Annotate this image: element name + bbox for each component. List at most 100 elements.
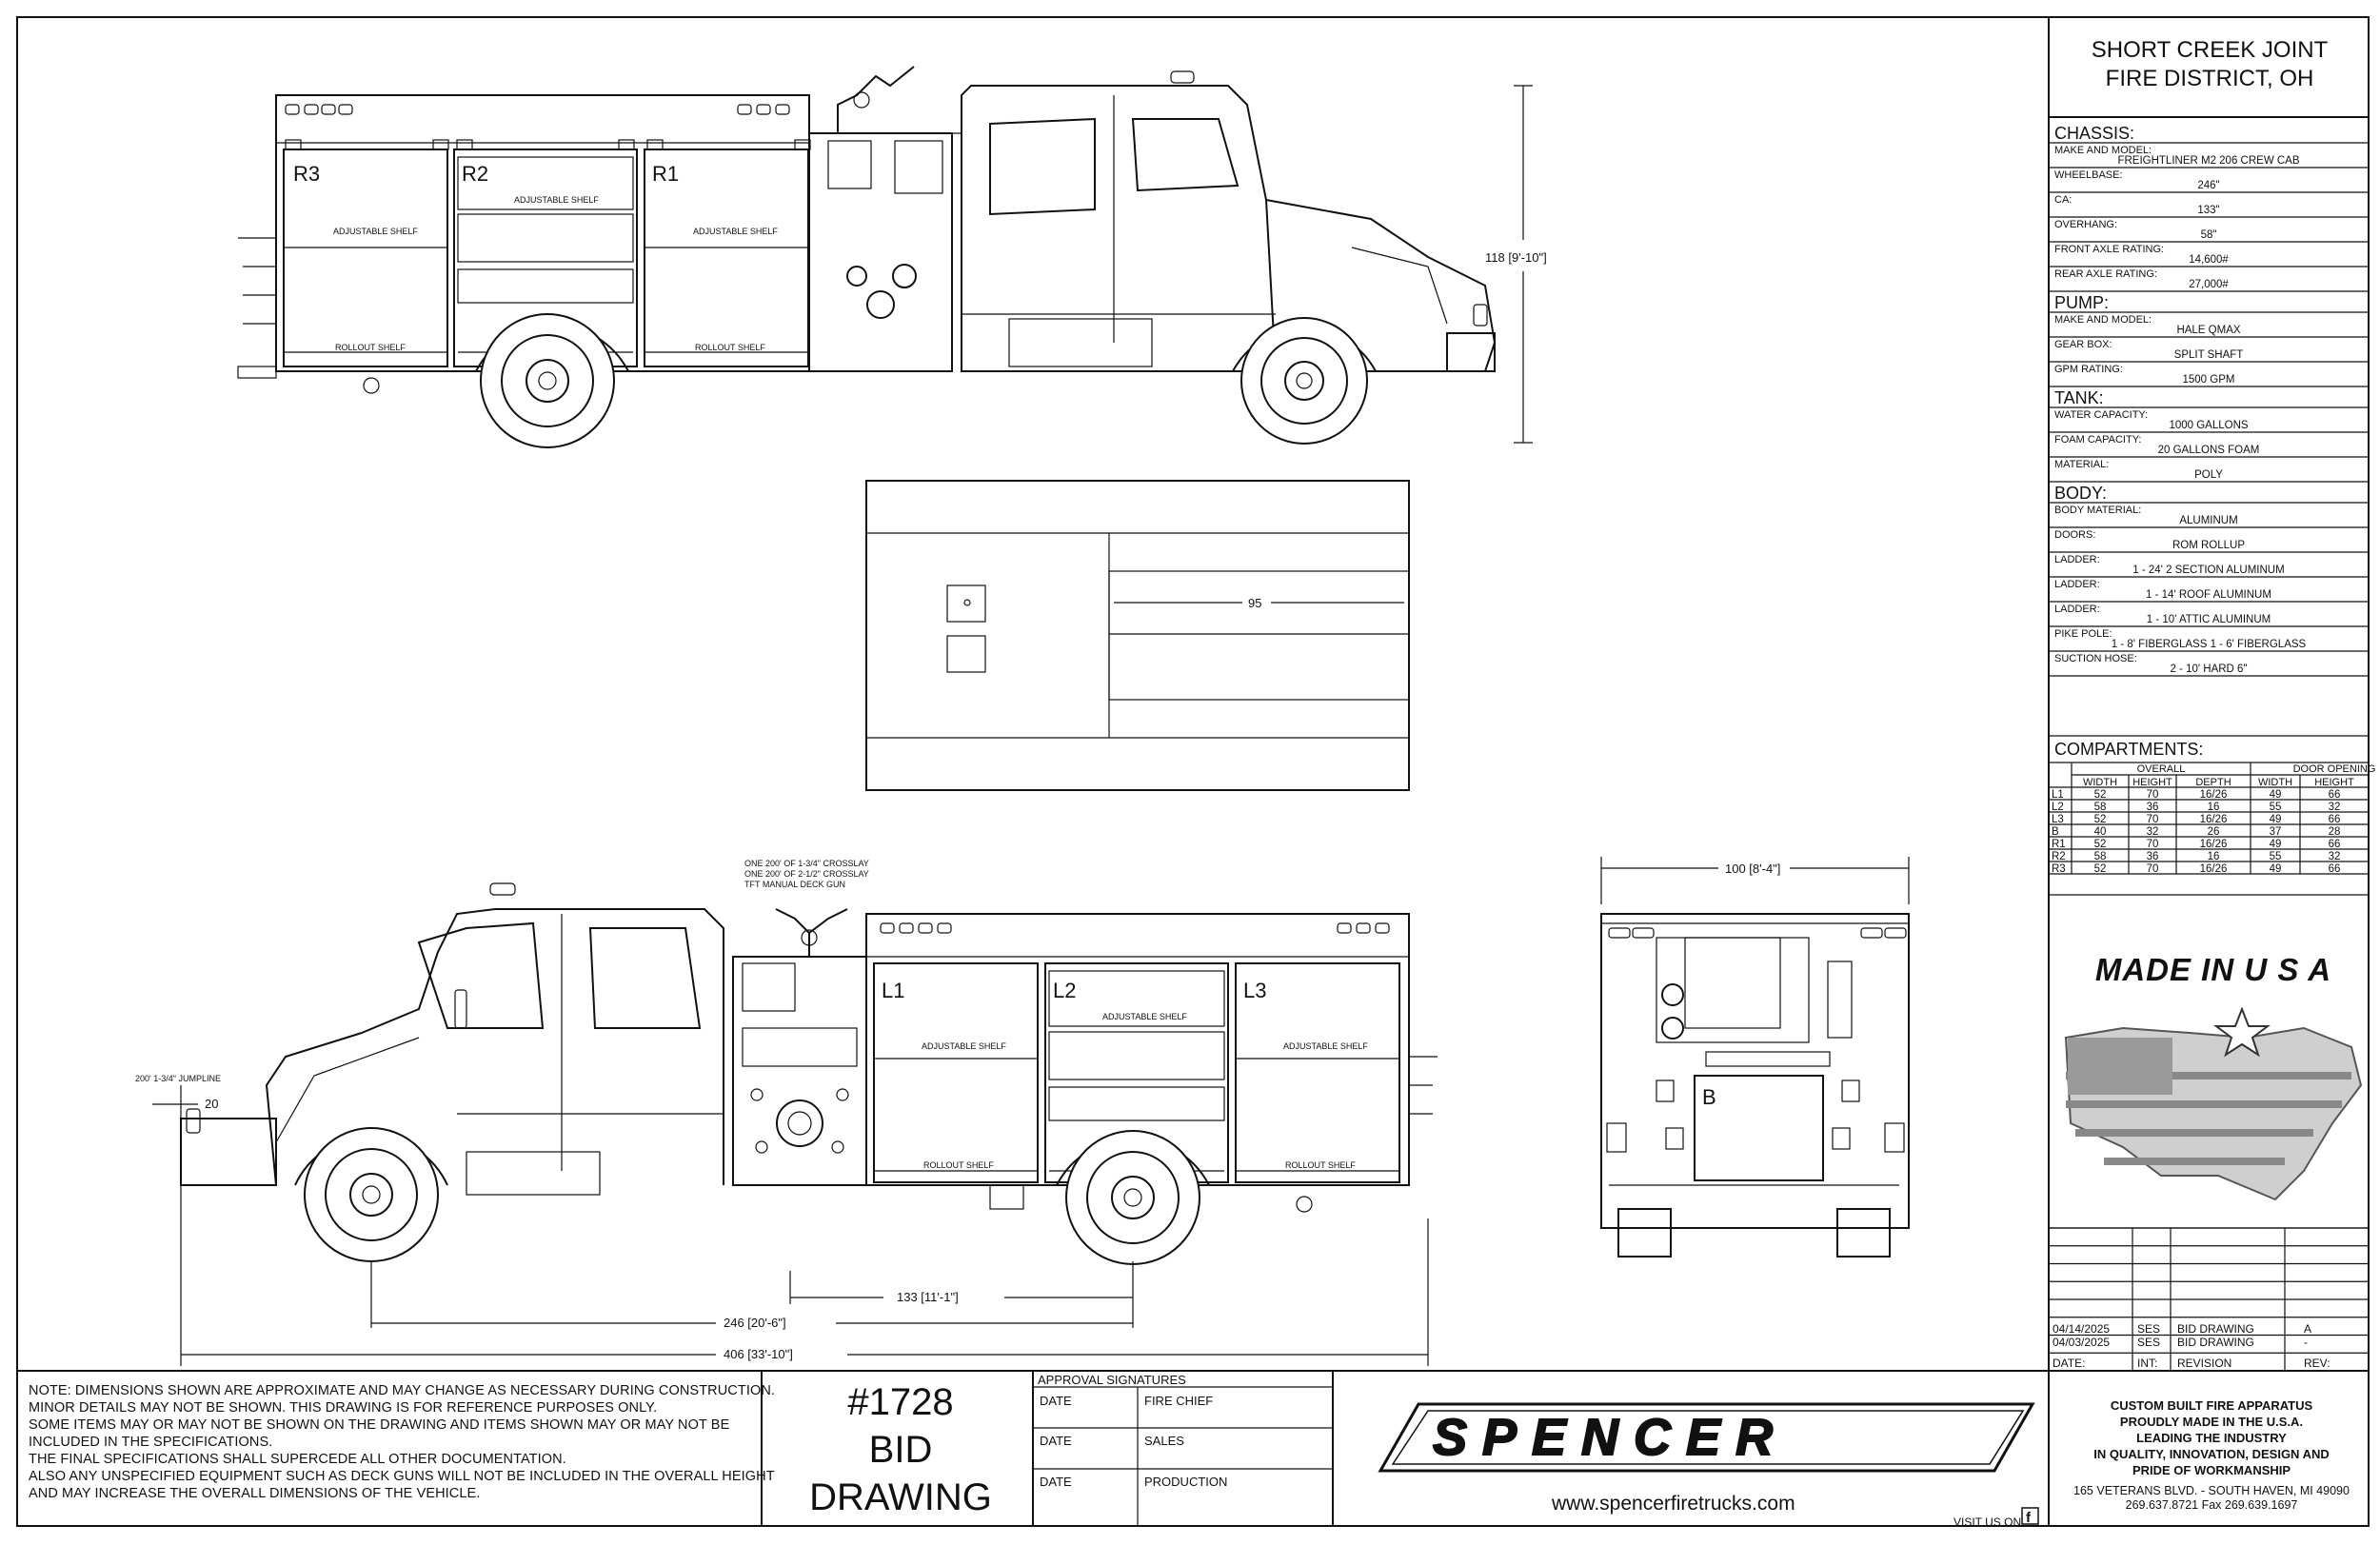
- compartment-label-b: B: [1702, 1085, 1716, 1109]
- spec-value: HALE QMAX: [2176, 325, 2240, 336]
- compartment-cell: 58: [2094, 851, 2107, 862]
- compartment-cell: 40: [2094, 826, 2107, 838]
- crosslay-note: TFT MANUAL DECK GUN: [744, 880, 845, 889]
- job-number: #1728: [847, 1381, 954, 1423]
- compartment-cell: B: [2052, 826, 2059, 838]
- compartment-label-r3: R3: [293, 162, 320, 186]
- compartment-cell: 70: [2147, 839, 2159, 850]
- approval-title: APPROVAL SIGNATURES: [1038, 1373, 1186, 1387]
- compartment-cell: 16/26: [2200, 839, 2228, 850]
- compartment-cell: 66: [2329, 863, 2341, 875]
- group-overall: OVERALL: [2137, 763, 2186, 775]
- made-in-usa: MADE IN U S A: [2094, 952, 2332, 987]
- spec-label: MATERIAL:: [2054, 459, 2109, 470]
- compartment-cell: 28: [2329, 826, 2341, 838]
- note-line: MINOR DETAILS MAY NOT BE SHOWN. THIS DRA…: [29, 1400, 658, 1416]
- revision-header-revision: REVISION: [2177, 1357, 2231, 1370]
- compartment-cell: 49: [2270, 839, 2282, 850]
- spec-value: 1 - 14' ROOF ALUMINUM: [2146, 589, 2271, 601]
- shelf-label: ADJUSTABLE SHELF: [514, 195, 599, 205]
- spec-section-title: TANK:: [2054, 388, 2104, 407]
- spec-value: 1 - 10' ATTIC ALUMINUM: [2147, 614, 2271, 625]
- revision-rev: -: [2304, 1336, 2308, 1349]
- spec-section-title: CHASSIS:: [2054, 124, 2134, 143]
- company-info: CUSTOM BUILT FIRE APPARATUS PROUDLY MADE…: [2054, 1397, 2369, 1513]
- compartment-cell: 32: [2329, 802, 2341, 813]
- compartment-header: WIDTH: [2083, 777, 2117, 788]
- revision-date: 04/03/2025: [2053, 1336, 2110, 1349]
- compartment-cell: 36: [2147, 851, 2159, 862]
- tagline-line: PROUDLY MADE IN THE U.S.A.: [2119, 1415, 2304, 1429]
- compartment-cell: 55: [2270, 802, 2282, 813]
- compartment-cell: 52: [2094, 814, 2107, 825]
- compartment-label-r2: R2: [462, 162, 488, 186]
- spec-label: DOORS:: [2054, 529, 2095, 541]
- spec-label: FRONT AXLE RATING:: [2054, 244, 2164, 255]
- front-dimension: 20: [205, 1097, 218, 1111]
- usa-flag-map: [2064, 1006, 2363, 1201]
- shelf-label: ROLLOUT SHELF: [1285, 1160, 1356, 1170]
- compartment-cell: 37: [2270, 826, 2282, 838]
- spec-label: OVERHANG:: [2054, 219, 2117, 230]
- compartment-cell: 49: [2270, 863, 2282, 875]
- spec-value: 20 GALLONS FOAM: [2158, 445, 2260, 456]
- passenger-side-view: R3 R2 R1 ADJUSTABLE SHELF ADJUSTABLE SHE…: [237, 66, 1547, 448]
- note-line: AND MAY INCREASE THE OVERALL DIMENSIONS …: [29, 1486, 481, 1501]
- job-type: BID: [868, 1429, 933, 1471]
- svg-text:f: f: [2026, 1510, 2032, 1526]
- compartment-cell: 16: [2208, 851, 2220, 862]
- compartment-cell: 66: [2329, 789, 2341, 801]
- client-line-2: FIRE DISTRICT, OH: [2105, 66, 2314, 91]
- tagline-line: IN QUALITY, INNOVATION, DESIGN AND: [2093, 1447, 2330, 1461]
- brand-logo-text: SPENCER: [1433, 1409, 1788, 1466]
- facebook-icon[interactable]: f: [2021, 1507, 2039, 1526]
- website-link[interactable]: www.spencerfiretrucks.com: [1552, 1493, 1795, 1515]
- compartment-cell: 49: [2270, 814, 2282, 825]
- crosslay-note: ONE 200' OF 1-3/4" CROSSLAY: [744, 859, 869, 868]
- spec-label: CA:: [2054, 194, 2072, 206]
- compartment-cell: R3: [2052, 863, 2066, 875]
- note-line: SOME ITEMS MAY OR MAY NOT BE SHOWN ON TH…: [29, 1417, 730, 1433]
- revision-int: SES: [2137, 1336, 2160, 1349]
- approval-role-sales: SALES: [1144, 1434, 1184, 1448]
- spec-label: REAR AXLE RATING:: [2054, 268, 2157, 280]
- rear-view: 100 [8'-4"] B: [1600, 857, 1910, 1258]
- approval-role-fire-chief: FIRE CHIEF: [1144, 1394, 1213, 1408]
- compartment-header: HEIGHT: [2314, 777, 2354, 788]
- spec-label: LADDER:: [2054, 604, 2100, 615]
- tagline-line: PRIDE OF WORKMANSHIP: [2132, 1463, 2291, 1477]
- company-address: 165 VETERANS BLVD. - SOUTH HAVEN, MI 490…: [2073, 1484, 2350, 1497]
- spec-value: 1 - 24' 2 SECTION ALUMINUM: [2132, 565, 2284, 576]
- approval-date-label: DATE: [1040, 1475, 1072, 1489]
- tagline-line: LEADING THE INDUSTRY: [2136, 1431, 2287, 1445]
- compartment-header: DEPTH: [2195, 777, 2231, 788]
- approval-date-label: DATE: [1040, 1434, 1072, 1448]
- spec-value: 246": [2197, 180, 2219, 191]
- compartment-cell: 26: [2208, 826, 2220, 838]
- spec-value: 2 - 10' HARD 6": [2170, 664, 2247, 675]
- compartment-cell: 16: [2208, 802, 2220, 813]
- compartment-cell: R2: [2052, 851, 2066, 862]
- shelf-label: ROLLOUT SHELF: [695, 343, 765, 352]
- spec-value: SPLIT SHAFT: [2174, 349, 2244, 361]
- overall-dimension: 406 [33'-10"]: [724, 1347, 793, 1361]
- top-view-dimension: 95: [1248, 596, 1261, 610]
- wheelbase-dimension: 246 [20'-6"]: [724, 1316, 786, 1330]
- compartment-cell: 58: [2094, 802, 2107, 813]
- spec-label: LADDER:: [2054, 554, 2100, 565]
- compartment-cell: L1: [2052, 789, 2064, 801]
- compartment-cell: 52: [2094, 839, 2107, 850]
- spec-value: 1 - 8' FIBERGLASS 1 - 6' FIBERGLASS: [2112, 639, 2307, 650]
- job-type-2: DRAWING: [809, 1476, 992, 1518]
- spec-label: GPM RATING:: [2054, 364, 2123, 375]
- spec-value: 133": [2197, 205, 2219, 216]
- compartment-label-l3: L3: [1243, 979, 1266, 1002]
- approval-role-production: PRODUCTION: [1144, 1475, 1227, 1489]
- compartment-cell: 55: [2270, 851, 2282, 862]
- company-phone: 269.637.8721 Fax 269.639.1697: [2125, 1498, 2298, 1512]
- note-line: NOTE: DIMENSIONS SHOWN ARE APPROXIMATE A…: [29, 1383, 776, 1398]
- compartment-cell: 66: [2329, 814, 2341, 825]
- spec-label: WATER CAPACITY:: [2054, 409, 2148, 421]
